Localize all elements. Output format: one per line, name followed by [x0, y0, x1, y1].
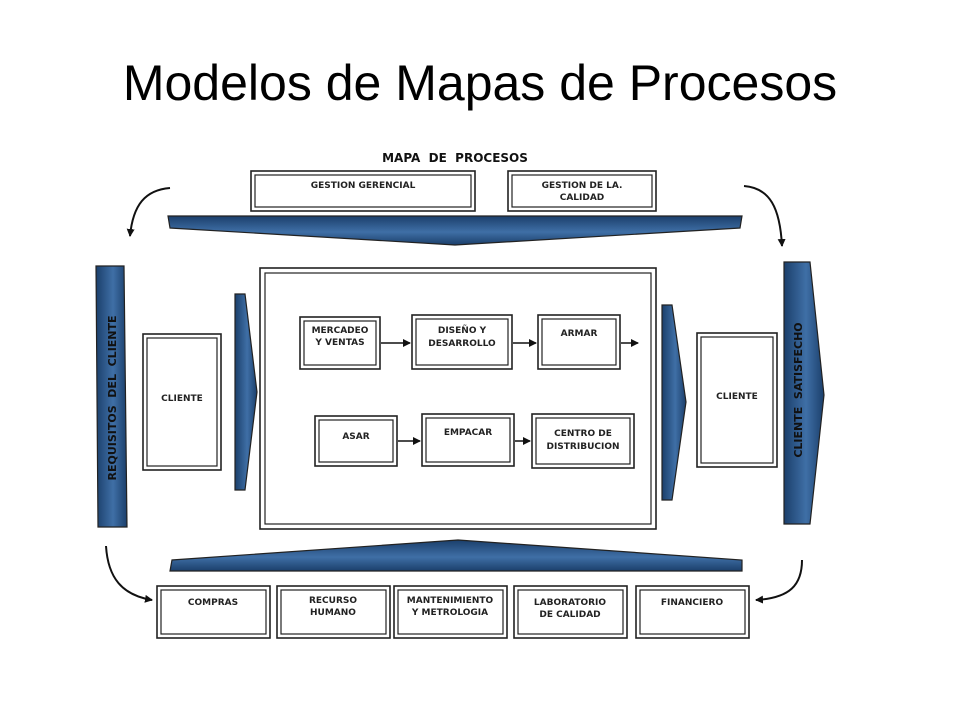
support-box-recurso-humano: RECURSO HUMANO — [276, 585, 391, 639]
support-box-financiero: FINANCIERO — [635, 585, 750, 639]
right-satisfied-bar: CLIENTE SATISFECHO — [783, 261, 825, 525]
map-header: MAPA DE PROCESOS — [382, 151, 528, 165]
svg-text:Y VENTAS: Y VENTAS — [314, 338, 364, 348]
core-step-label: ASAR — [342, 432, 369, 442]
strategic-label: CALIDAD — [560, 193, 605, 203]
svg-text:Y METROLOGIA: Y METROLOGIA — [411, 608, 488, 618]
svg-text:LABORATORIO: LABORATORIO — [534, 598, 606, 608]
core-process-box — [259, 267, 657, 530]
support-label: RECURSO — [309, 596, 357, 606]
right-bar-label: CLIENTE SATISFECHO — [792, 322, 805, 457]
strategic-label: GESTION GERENCIAL — [311, 181, 416, 191]
slide-title: Modelos de Mapas de Procesos — [122, 55, 838, 111]
svg-text:FINANCIERO: FINANCIERO — [661, 598, 724, 608]
core-step-diseno: DISEÑO Y DESARROLLO — [411, 314, 513, 370]
support-label: Y METROLOGIA — [411, 608, 488, 618]
svg-text:RECURSO: RECURSO — [309, 596, 357, 606]
svg-text:CALIDAD: CALIDAD — [560, 193, 605, 203]
curved-arrow-bottom-right — [755, 559, 803, 604]
curved-arrow-top-right — [743, 185, 786, 247]
support-label: COMPRAS — [188, 598, 238, 608]
support-label: HUMANO — [310, 608, 356, 618]
core-step-centro: CENTRO DE DISTRIBUCION — [531, 413, 635, 469]
svg-text:EMPACAR: EMPACAR — [444, 428, 492, 438]
core-step-label: DISEÑO Y — [438, 325, 487, 336]
left-requirements-bar: REQUISITOS DEL CLIENTE — [95, 265, 128, 528]
left-bar-label: REQUISITOS DEL CLIENTE — [106, 315, 119, 480]
core-step-label: MERCADEO — [312, 326, 369, 336]
support-label: FINANCIERO — [661, 598, 724, 608]
client-box-right: CLIENTE — [696, 332, 778, 468]
strategic-box-calidad: GESTION DE LA. CALIDAD — [507, 170, 657, 212]
support-label: LABORATORIO — [534, 598, 606, 608]
support-label: DE CALIDAD — [539, 610, 600, 620]
support-box-laboratorio: LABORATORIO DE CALIDAD — [513, 585, 628, 639]
curved-arrow-top-left — [126, 187, 171, 237]
client-right-label: CLIENTE — [716, 392, 758, 402]
core-step-label: CENTRO DE — [554, 429, 612, 439]
svg-text:ASAR: ASAR — [342, 432, 369, 442]
svg-text:CENTRO DE: CENTRO DE — [554, 429, 612, 439]
core-step-asar: ASAR — [314, 415, 398, 467]
svg-text:MERCADEO: MERCADEO — [312, 326, 369, 336]
svg-text:DESARROLLO: DESARROLLO — [428, 339, 496, 349]
svg-text:DE CALIDAD: DE CALIDAD — [539, 610, 600, 620]
core-step-label: ARMAR — [561, 329, 598, 339]
strategic-box-gerencial: GESTION GERENCIAL — [250, 170, 476, 212]
left-input-arrow — [234, 293, 258, 491]
strategic-label: GESTION DE LA. — [542, 181, 623, 191]
right-output-arrow — [661, 304, 687, 501]
svg-text:GESTION GERENCIAL: GESTION GERENCIAL — [311, 181, 416, 191]
core-step-empacar: EMPACAR — [421, 413, 515, 467]
svg-text:DISTRIBUCION: DISTRIBUCION — [546, 442, 619, 452]
svg-text:HUMANO: HUMANO — [310, 608, 356, 618]
core-step-label: EMPACAR — [444, 428, 492, 438]
top-chevron-arrow — [167, 215, 743, 246]
core-step-label: DESARROLLO — [428, 339, 496, 349]
svg-text:GESTION DE LA.: GESTION DE LA. — [542, 181, 623, 191]
curved-arrow-bottom-left — [105, 545, 153, 603]
core-step-mercadeo: MERCADEO Y VENTAS — [299, 316, 381, 370]
core-step-label: Y VENTAS — [314, 338, 364, 348]
client-left-label: CLIENTE — [161, 394, 203, 404]
support-box-mantenimiento: MANTENIMIENTO Y METROLOGIA — [393, 585, 508, 639]
svg-text:MANTENIMIENTO: MANTENIMIENTO — [407, 596, 494, 606]
core-step-armar: ARMAR — [537, 314, 621, 370]
bottom-chevron-arrow — [169, 539, 743, 572]
core-step-label: DISTRIBUCION — [546, 442, 619, 452]
support-box-compras: COMPRAS — [156, 585, 271, 639]
svg-text:DISEÑO Y: DISEÑO Y — [438, 325, 487, 336]
svg-text:COMPRAS: COMPRAS — [188, 598, 238, 608]
svg-text:ARMAR: ARMAR — [561, 329, 598, 339]
support-label: MANTENIMIENTO — [407, 596, 494, 606]
client-box-left: CLIENTE — [142, 333, 222, 471]
